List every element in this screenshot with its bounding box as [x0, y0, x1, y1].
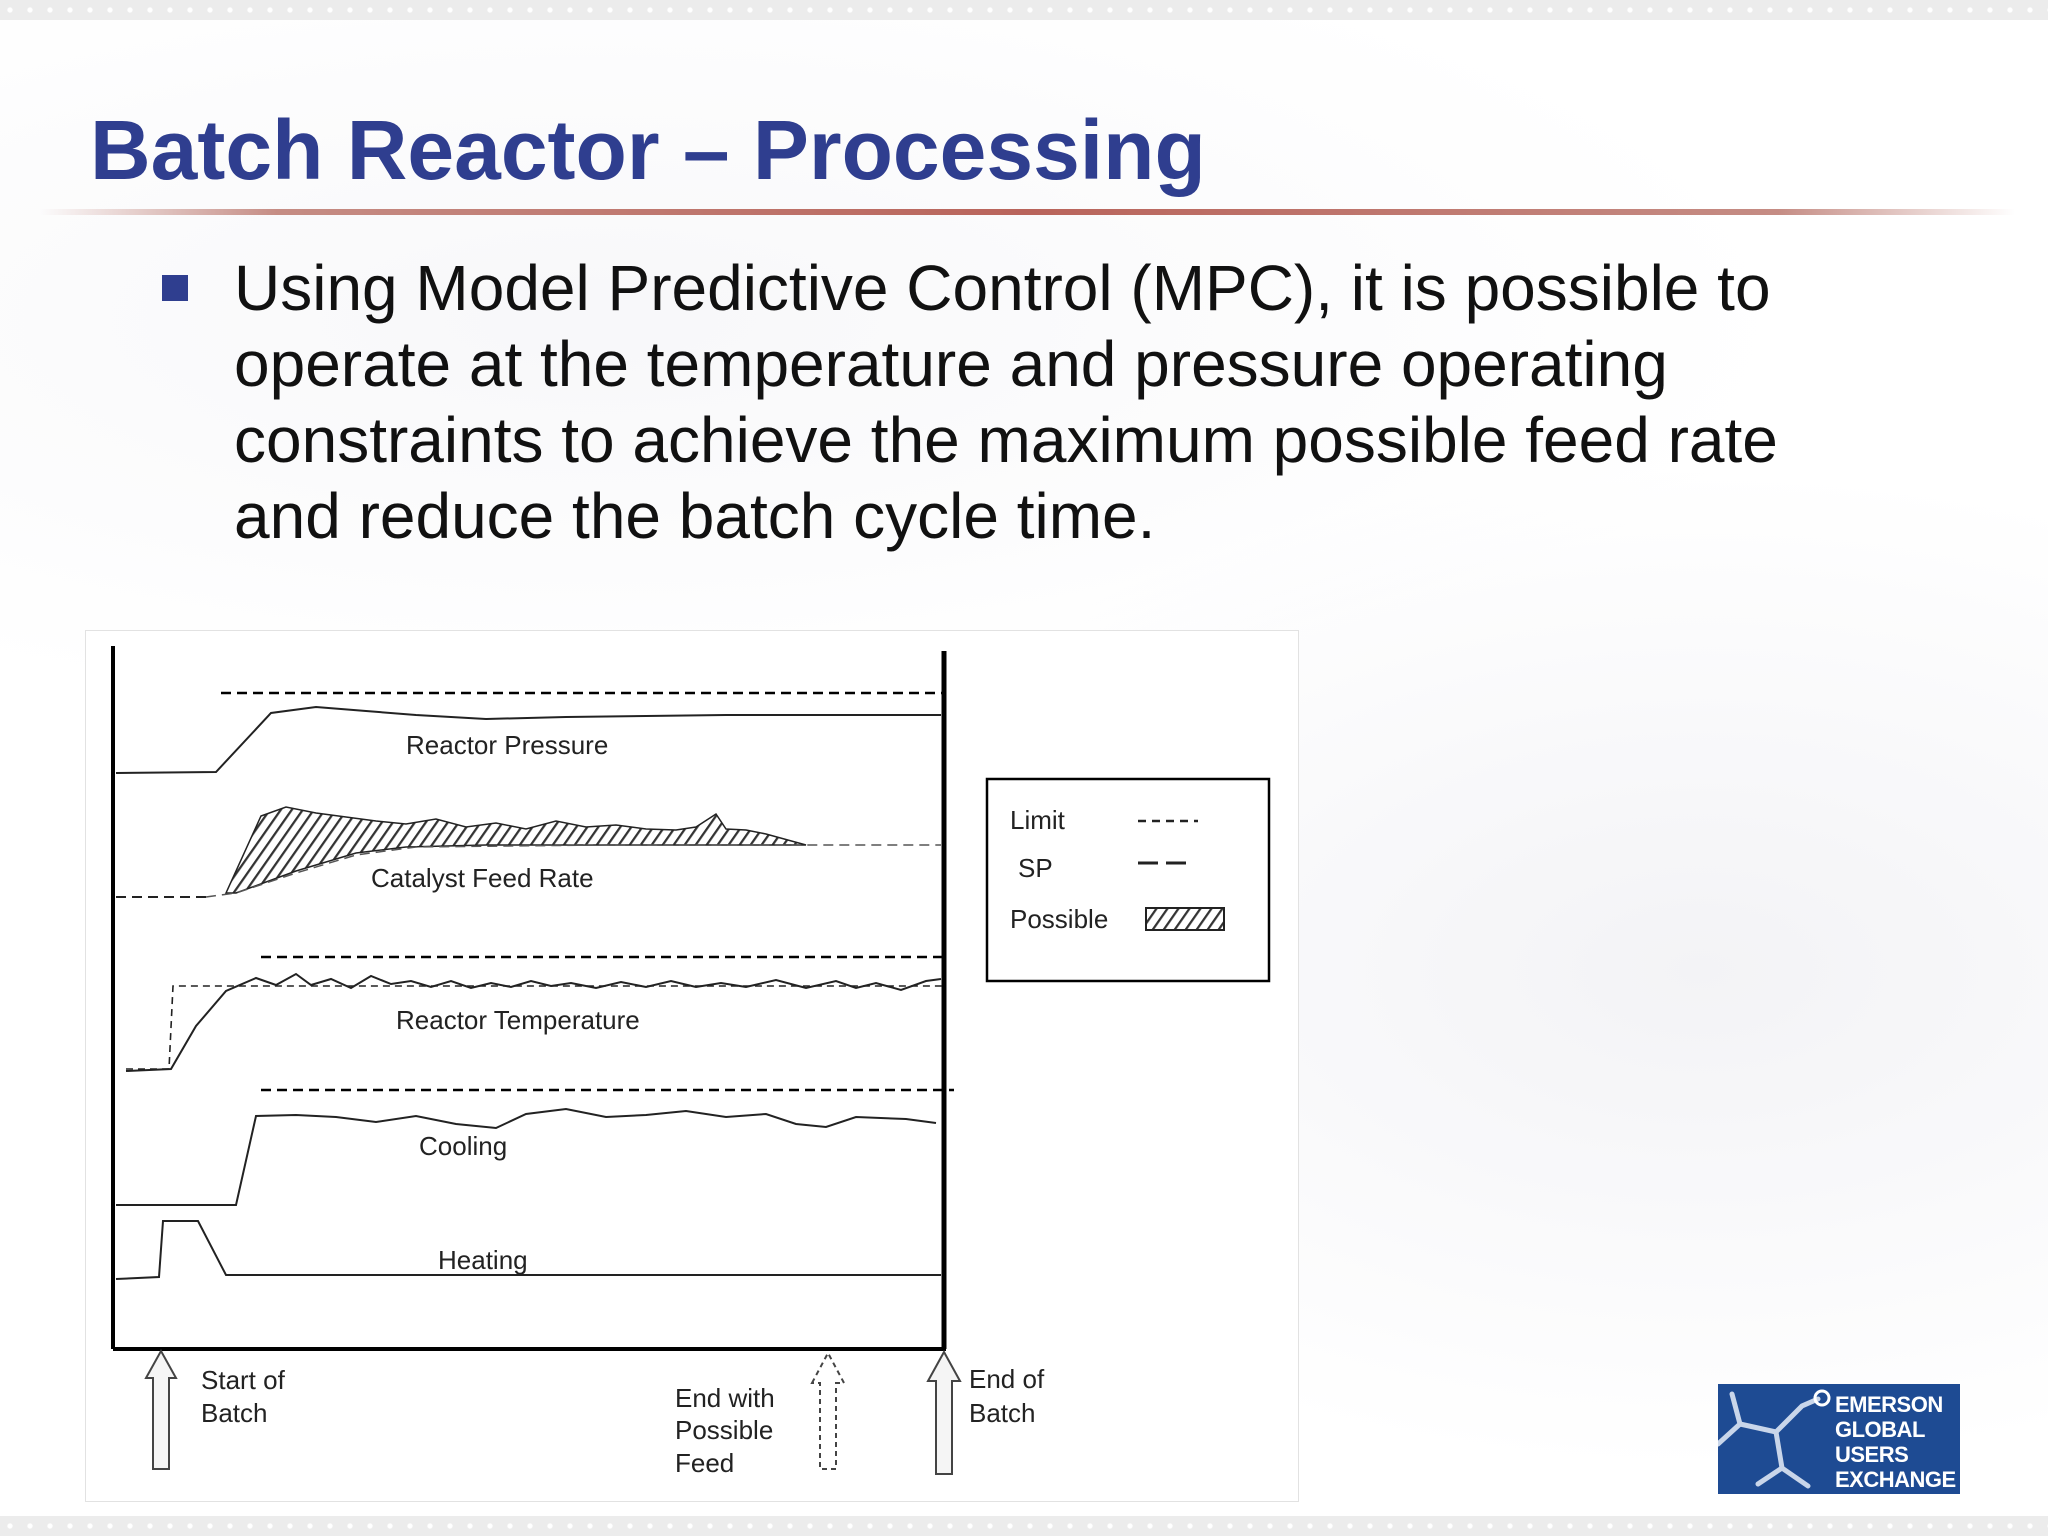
batch-reactor-diagram: Reactor Pressure Catalyst Feed Rate Reac… — [85, 630, 1299, 1502]
reactor-temperature-label: Reactor Temperature — [396, 1005, 640, 1035]
heating-trace: Heating — [115, 1220, 941, 1280]
heating-label: Heating — [438, 1245, 528, 1275]
end-marker-text-2: Batch — [969, 1398, 1036, 1428]
catalyst-feed-rate-label: Catalyst Feed Rate — [371, 863, 594, 893]
bullet-text: Using Model Predictive Control (MPC), it… — [234, 252, 1778, 552]
logo-line-1: EMERSON — [1835, 1392, 1943, 1417]
end-arrow-icon — [926, 1349, 962, 1475]
logo-line-3: USERS — [1835, 1442, 1909, 1467]
end-marker-text-1: End of — [969, 1364, 1045, 1394]
cooling-trace: Cooling — [116, 1088, 954, 1206]
end-of-batch-marker: End of Batch — [926, 1349, 1045, 1475]
start-of-batch-marker: Start of Batch — [144, 1348, 286, 1470]
end-feed-text-2: Possible — [675, 1415, 773, 1445]
end-with-possible-feed-marker: End with Possible Feed — [675, 1350, 846, 1478]
network-nodes-icon — [1718, 1389, 1831, 1489]
reactor-pressure-trace: Reactor Pressure — [115, 691, 944, 774]
reactor-temperature-trace: Reactor Temperature — [125, 955, 944, 1072]
start-marker-text-1: Start of — [201, 1365, 286, 1395]
logo-line-2: GLOBAL — [1835, 1417, 1925, 1442]
diagram-frame — [111, 646, 947, 1351]
end-feed-arrow-icon — [810, 1350, 846, 1470]
diagram-legend: Limit SP Possible — [985, 777, 1271, 983]
reactor-pressure-label: Reactor Pressure — [406, 730, 608, 760]
bottom-dotted-border — [0, 1516, 2048, 1536]
start-marker-text-2: Batch — [201, 1398, 268, 1428]
legend-possible-label: Possible — [1010, 904, 1108, 934]
end-feed-text-3: Feed — [675, 1448, 734, 1478]
emerson-logo: EMERSON GLOBAL USERS EXCHANGE — [1718, 1384, 1960, 1494]
legend-possible-swatch — [1145, 907, 1225, 931]
cooling-label: Cooling — [419, 1131, 507, 1161]
start-arrow-icon — [144, 1348, 178, 1470]
title-underline — [40, 209, 2015, 215]
legend-sp-label: SP — [1018, 853, 1053, 883]
end-feed-text-1: End with — [675, 1383, 775, 1413]
catalyst-feed-trace: Catalyst Feed Rate — [116, 806, 941, 898]
legend-limit-label: Limit — [1010, 805, 1066, 835]
logo-line-4: EXCHANGE — [1835, 1467, 1956, 1492]
bullet-square-icon — [162, 275, 188, 301]
top-dotted-border — [0, 0, 2048, 20]
slide-title: Batch Reactor – Processing — [90, 103, 1206, 197]
